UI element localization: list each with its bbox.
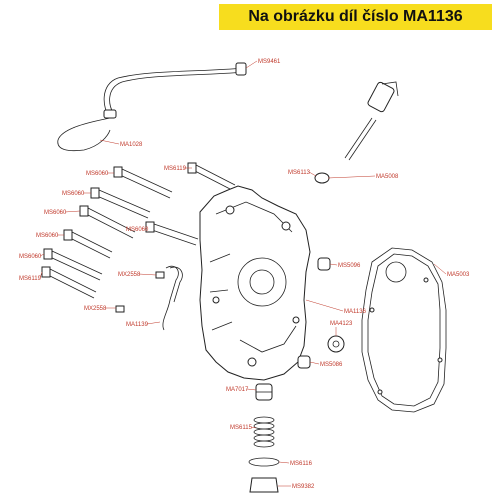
bolts-group [41,162,236,299]
cable-part [57,62,247,152]
label-ma1136: MA1136 [344,309,367,315]
label-ms6060-4: MS6060 [126,227,149,233]
label-ma7017: MA7017 [226,387,249,393]
label-ms9461: MS9461 [258,59,281,65]
label-ms6060-6: MS6060 [19,254,42,260]
label-ms6060-5: MS6060 [36,233,59,239]
label-ms5086: MS5086 [320,362,343,368]
label-ms6115: MS6115 [230,425,253,431]
label-ma5008: MA5008 [376,174,399,180]
label-ms6119-2: MS6119 [19,276,42,282]
spring-stack-part [248,416,280,493]
label-ma1139: MA1139 [126,322,149,328]
label-ms9382: MS9382 [292,484,315,490]
part-number-banner: Na obrázku díl číslo MA1136 [219,4,492,30]
leader-lines [39,60,447,487]
part-labels: MS9461 MA1028 MS6119 MS6060 MS6060 MS606… [19,59,470,490]
label-mx2558-2: MX2558 [84,306,107,312]
label-ms5096: MS5096 [338,263,361,269]
label-ms6060-2: MS6060 [62,191,85,197]
label-ma1028: MA1028 [120,142,143,148]
label-ms6119: MS6119 [164,166,187,172]
label-ms6116: MS6116 [290,461,313,467]
label-ma4123: MA4123 [330,321,353,327]
label-mx2558-1: MX2558 [118,272,141,278]
label-ms6113: MS6113 [288,170,311,176]
small-parts [255,257,345,401]
label-ma5003: MA5003 [447,272,470,278]
banner-text: Na obrázku díl číslo MA1136 [248,8,463,25]
crankcase-cover-part [199,185,311,381]
gasket-part [361,247,447,413]
dipstick-part [314,81,399,184]
label-ms6060-1: MS6060 [86,171,109,177]
label-ms6060-3: MS6060 [44,210,67,216]
